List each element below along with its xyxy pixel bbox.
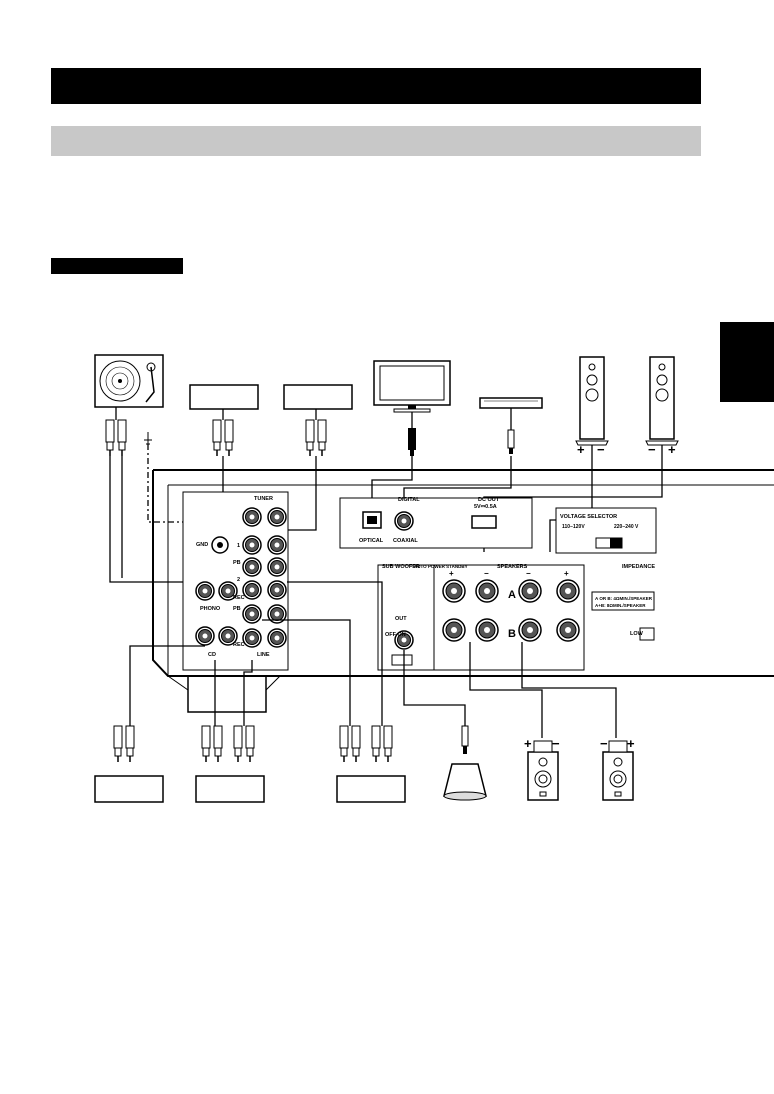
gnd-label: GND [196,542,208,548]
out-label: OUT [395,616,407,622]
auto-power-standby-label: AUTO POWER STANDBY [414,564,468,569]
impedance-box [591,591,655,641]
line-device-icon [336,775,406,803]
line-label: LINE [257,652,270,658]
speaker-plus-label: + [627,736,635,751]
bookshelf-speaker-b-right-icon [527,740,559,801]
line1-label: 1 [237,543,240,549]
coaxial-jack [394,511,414,531]
rec-label: REC [233,595,245,601]
speaker-plus-label: + [668,442,676,457]
voltage-high-label: 220−240 V [614,524,639,530]
digital-label: DIGITAL [398,497,420,503]
dc-out-port [471,515,497,529]
rca-plug [113,725,135,763]
speaker-plus-label: + [577,442,585,457]
dc-out-label: DC OUT [478,497,500,503]
turntable-icon [94,354,164,408]
subwoofer-icon [443,763,487,801]
pb-label: PB [233,606,241,612]
voltage-selector-label: VOLTAGE SELECTOR [560,514,617,520]
bookshelf-speaker-b-left-icon [602,740,634,801]
impedance-a-or-b-label: A OR B: 4ΩMIN./SPEAKER [595,596,653,601]
gnd-terminal [211,536,229,554]
tuner-label: TUNER [254,496,273,502]
speaker-minus-label: − [552,736,560,751]
floor-speaker-right-icon [575,356,609,446]
rca-plug [201,725,223,763]
recorder-icon [195,775,265,803]
floor-speaker-left-icon [645,356,679,446]
speaker-a-label: A [508,589,516,601]
subwoofer-label: SUB WOOFER [382,564,420,570]
tuner-device-icon [189,384,259,410]
speaker-minus-label: − [648,442,656,457]
rca-plug [105,419,127,457]
optical-label: OPTICAL [359,538,384,544]
terminal-plus-label: + [564,569,569,578]
subwoofer-plug-icon [461,725,469,754]
optical-jack [362,511,382,529]
cd-label: CD [208,652,216,658]
rca-plug [305,419,327,457]
off-on-label: OFF ON [385,632,406,638]
terminal-minus-label: − [484,569,489,578]
line2-label: 2 [237,577,240,583]
impedance-label: IMPEDANCE [622,564,655,570]
low-label: LOW [630,631,644,637]
pb-label: PB [233,560,241,566]
subsection-title-bar [51,126,701,156]
cable-lines-bottom [129,581,617,738]
rca-plug [212,419,234,457]
voltage-low-label: 110−120V [562,524,585,530]
usb-plug-icon [507,429,515,454]
phono-label: PHONO [200,606,221,612]
ground-lug-icon [144,432,152,445]
rec-label: REC [233,642,245,648]
voltage-selector-switch [595,537,623,549]
impedance-a-and-b-label: A+B: 8ΩMIN./SPEAKER [595,603,646,608]
cd-player-icon [94,775,164,803]
speaker-minus-label: − [600,736,608,751]
speaker-b-label: B [508,628,516,640]
speaker-plus-label: + [524,736,532,751]
caution-label-block [51,258,183,274]
tv-icon [373,360,451,413]
section-title-bar [51,68,701,104]
terminal-plus-label: + [449,569,454,578]
speakers-label: SPEAKERS [497,564,528,570]
rca-plug [371,725,393,763]
auto-power-standby-switch [391,654,413,666]
speaker-minus-label: − [597,442,605,457]
rca-plug [233,725,255,763]
second-device-icon [283,384,353,410]
coaxial-label: COAXIAL [393,538,418,544]
network-player-icon [479,397,543,409]
rca-plug [339,725,361,763]
optical-plug-icon [408,428,416,456]
dc-out-spec-label: 5V⎓0.5A [474,504,497,510]
chapter-side-tab [720,322,774,402]
terminal-minus-label: − [526,569,531,578]
